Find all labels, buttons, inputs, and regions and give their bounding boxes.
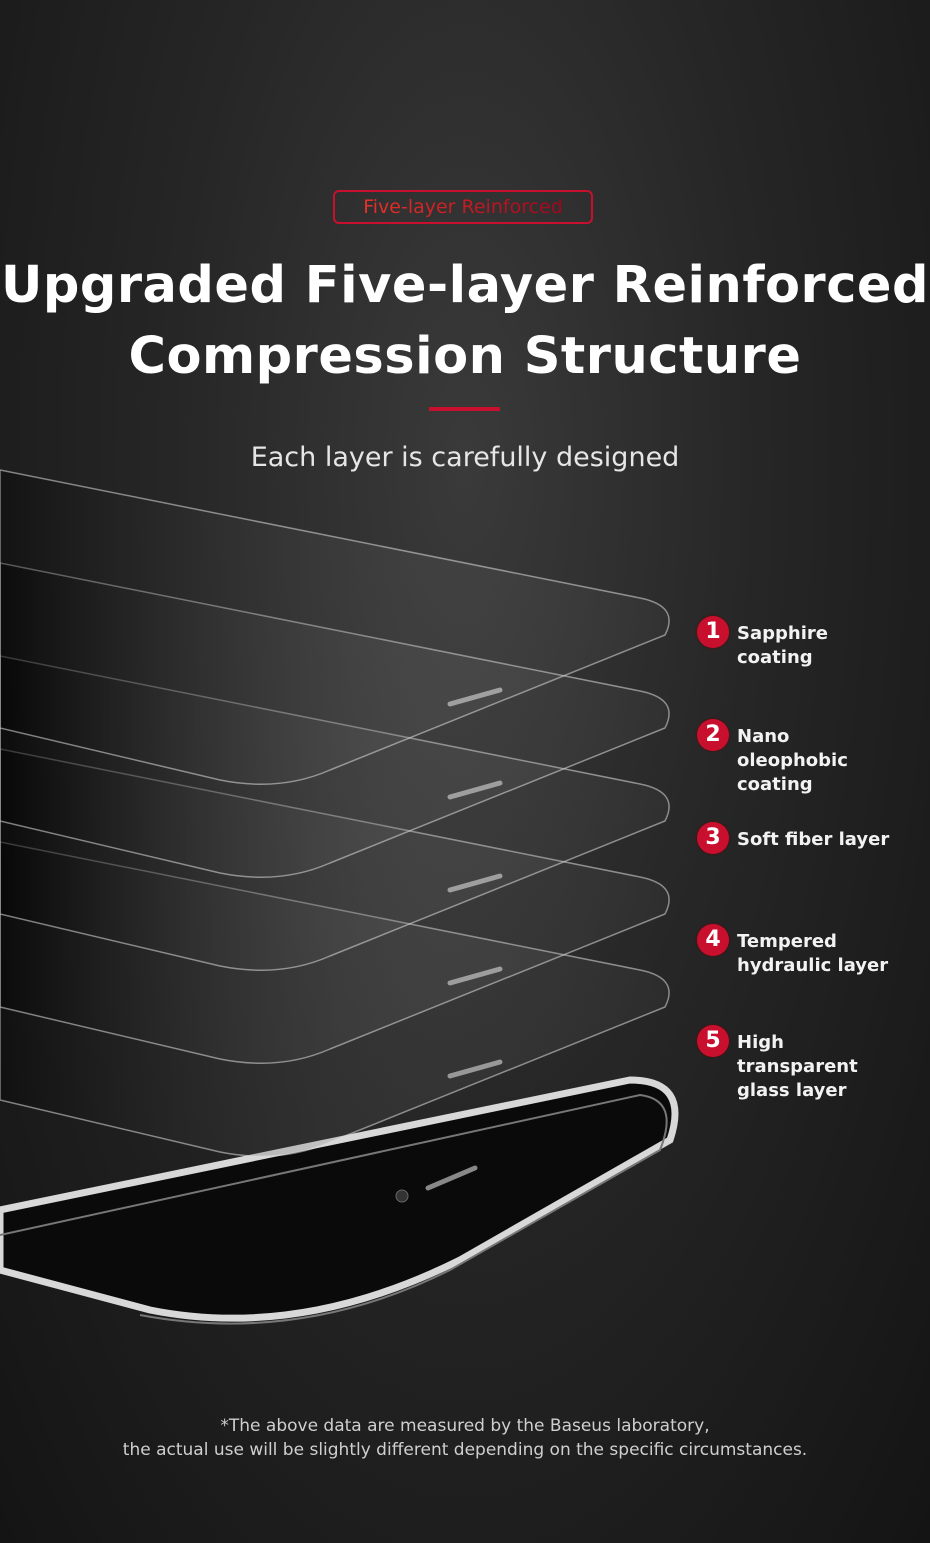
earpiece-slot [447,687,503,707]
title-line-1: Upgraded Five-layer Reinforced [0,256,930,315]
badge-text: Five-layer Reinforced [363,196,563,218]
number-badge-icon: 4 [697,924,729,956]
layer-item-1: 1 Sapphire coating [697,616,897,670]
earpiece-slot [447,1059,503,1079]
title-divider [429,407,500,411]
earpiece-slot [447,873,503,893]
number-badge-icon: 5 [697,1025,729,1057]
title-line-2: Compression Structure [128,327,802,386]
layer-label: High transparent glass layer [737,1032,858,1101]
section-badge: Five-layer Reinforced [333,190,593,224]
footnote: *The above data are measured by the Base… [0,1414,930,1462]
layer-label: Soft fiber layer [737,829,890,850]
layer-label: Nano oleophobic coating [737,726,848,795]
layer-item-2: 2 Nano oleophobic coating [697,719,897,797]
earpiece-slot [447,966,503,986]
glass-layer-sheet [0,469,670,785]
number-badge-icon: 2 [697,719,729,751]
number-badge-icon: 1 [697,616,729,648]
layer-item-4: 4 Tempered hydraulic layer [697,924,897,978]
page-title: Upgraded Five-layer Reinforced Compressi… [0,250,930,392]
footnote-line-1: *The above data are measured by the Base… [220,1416,710,1436]
footnote-line-2: the actual use will be slightly differen… [122,1440,808,1460]
earpiece-slot [447,780,503,800]
subtitle: Each layer is carefully designed [250,442,680,473]
number-badge-icon: 3 [697,822,729,854]
layer-label: Sapphire coating [737,623,828,668]
layer-label: Tempered hydraulic layer [737,931,889,976]
layer-item-3: 3 Soft fiber layer [697,822,897,854]
layer-item-5: 5 High transparent glass layer [697,1025,897,1103]
phone-body [0,1076,679,1325]
